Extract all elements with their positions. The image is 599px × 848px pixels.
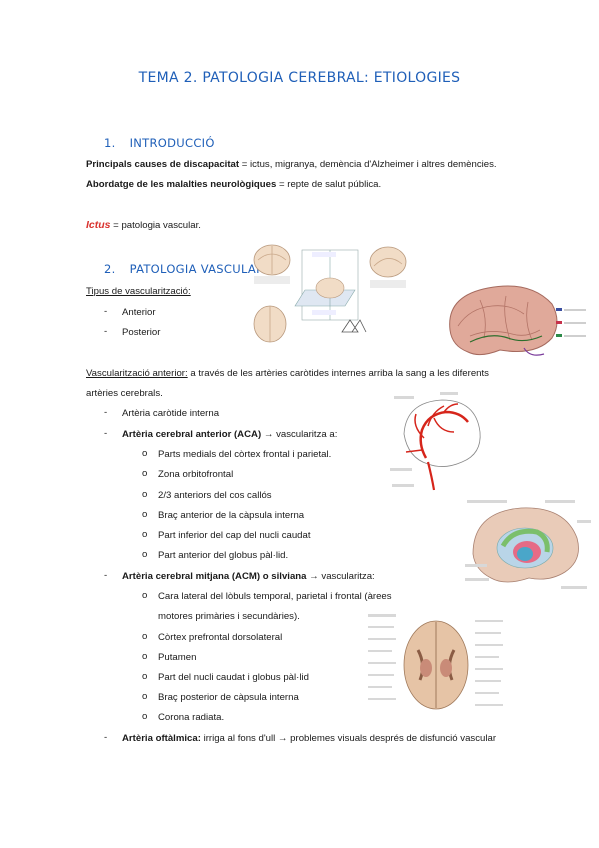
tipus-heading: Tipus de vascularització: xyxy=(86,285,191,298)
circle-bullet: o xyxy=(142,691,148,702)
aca-item: Braç anterior de la càpsula interna xyxy=(158,510,305,521)
list-item: Posterior xyxy=(122,327,161,338)
acm-item: Putamen xyxy=(158,652,197,663)
section-label: INTRODUCCIÓ xyxy=(129,136,215,150)
acm-item: Corona radiata. xyxy=(158,712,225,723)
ictus-word: Ictus xyxy=(86,219,111,231)
intro-line-1-rest: = ictus, migranya, demència d'Alzheimer … xyxy=(239,159,497,170)
intro-line-1-bold: Principals causes de discapacitat xyxy=(86,159,240,170)
aca-item: Parts medials del còrtex frontal i parie… xyxy=(158,449,332,460)
plane-arrows-icon xyxy=(341,319,367,333)
circle-bullet: o xyxy=(142,509,148,520)
intro-line-1: Principals causes de discapacitat = ictu… xyxy=(86,158,497,171)
dash-bullet: - xyxy=(104,570,108,581)
vasc-ant-text: a través de les artèries caròtides inter… xyxy=(187,368,489,379)
acm-item: Còrtex prefrontal dorsolateral xyxy=(158,632,283,643)
aca-bold: Artèria cerebral anterior (ACA) xyxy=(122,429,262,440)
list-item-aca: Artèria cerebral anterior (ACA) → vascul… xyxy=(122,428,337,441)
page-title: TEMA 2. PATOLOGIA CEREBRAL: ETIOLOGIES xyxy=(138,70,461,86)
dash-bullet: - xyxy=(104,306,108,317)
aca-item: Part anterior del globus pàl·lid. xyxy=(158,550,289,561)
acm-item-continuation: motores primàries i secundàries). xyxy=(158,611,300,622)
list-item: Anterior xyxy=(122,307,156,318)
section-heading-introduccio: 1. INTRODUCCIÓ xyxy=(104,136,215,150)
figure-caption-box xyxy=(254,276,290,284)
vasc-ant-heading: Vascularització anterior: xyxy=(86,368,188,379)
oft-bold: Artèria oftàlmica: xyxy=(122,733,201,744)
aca-item: 2/3 anteriors del cos callós xyxy=(158,490,272,501)
dash-bullet: - xyxy=(104,732,108,743)
circle-bullet: o xyxy=(142,529,148,540)
circle-bullet: o xyxy=(142,549,148,560)
dash-bullet: - xyxy=(104,428,108,439)
section-number: 1. xyxy=(104,136,116,150)
intro-line-2: Abordatge de les malalties neurològiques… xyxy=(86,178,381,191)
circle-bullet: o xyxy=(142,711,148,722)
acm-item: Braç posterior de càpsula interna xyxy=(158,692,299,703)
acm-item: Cara lateral del lòbuls temporal, pariet… xyxy=(158,591,392,602)
section-heading-patologia-vascular: 2. PATOLOGIA VASCULAR xyxy=(104,262,264,276)
brain-planes-figure xyxy=(253,244,407,343)
ictus-rest: = patologia vascular. xyxy=(110,220,201,231)
circle-bullet: o xyxy=(142,631,148,642)
horizontal-section-figure xyxy=(368,614,503,710)
circle-bullet: o xyxy=(142,468,148,479)
brain-outline xyxy=(403,399,481,467)
tipus-heading-text: Tipus de vascularització: xyxy=(86,286,191,297)
dash-bullet: - xyxy=(104,407,108,418)
figure-caption-box xyxy=(370,280,406,288)
vasc-ant-line-2: artèries cerebrals. xyxy=(86,388,163,399)
brain-3d-image xyxy=(315,277,345,299)
brain-lateral-arteries-figure xyxy=(449,285,586,356)
sagittal-section-image xyxy=(369,246,407,278)
brain-lateral-image xyxy=(449,285,558,356)
section-label: PATOLOGIA VASCULAR xyxy=(129,262,265,276)
vasc-ant-line-1: Vascularització anterior: a través de le… xyxy=(86,367,489,380)
basal-ganglia-figure xyxy=(465,500,591,589)
circle-bullet: o xyxy=(142,590,148,601)
legend-swatch xyxy=(556,321,562,324)
oft-rest: irriga al fons d'ull → problemes visuals… xyxy=(200,733,497,744)
acm-item: Part del nucli caudat i globus pàl·lid xyxy=(158,672,309,683)
list-item-acm: Artèria cerebral mitjana (ACM) o silvian… xyxy=(122,570,375,583)
circle-bullet: o xyxy=(142,651,148,662)
intro-line-2-bold: Abordatge de les malalties neurològiques xyxy=(86,179,277,190)
aca-item: Zona orbitofrontal xyxy=(158,469,234,480)
section-number: 2. xyxy=(104,262,116,276)
aca-rest: → vascularitza a: xyxy=(261,429,338,440)
acm-bold: Artèria cerebral mitjana (ACM) o silvian… xyxy=(122,571,307,582)
caudate-nucleus-shape xyxy=(500,528,550,553)
ictus-line: Ictus = patologia vascular. xyxy=(86,219,201,232)
list-item-carotida: Artèria caròtide interna xyxy=(122,408,220,419)
intro-line-2-rest: = repte de salut pública. xyxy=(276,179,382,190)
list-item-oftalmica: Artèria oftàlmica: irriga al fons d'ull … xyxy=(122,732,496,745)
circle-bullet: o xyxy=(142,448,148,459)
dash-bullet: - xyxy=(104,326,108,337)
legend-swatch xyxy=(556,334,562,337)
artery-line xyxy=(469,335,543,343)
aca-artery-figure xyxy=(390,392,481,491)
aca-item: Part inferior del cap del nucli caudat xyxy=(158,530,311,541)
legend-swatch xyxy=(556,308,562,311)
circle-bullet: o xyxy=(142,671,148,682)
acm-rest: → vascularitza: xyxy=(306,571,375,582)
circle-bullet: o xyxy=(142,489,148,500)
